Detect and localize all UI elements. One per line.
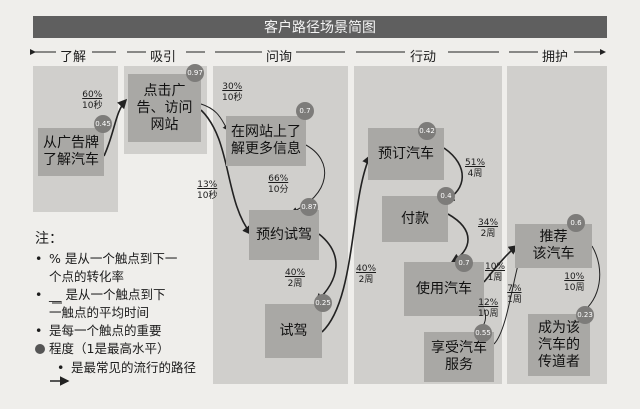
node-ad: 从广告牌了解汽车	[38, 128, 104, 176]
conversion-rate: 10%	[564, 272, 585, 282]
node-book: 预约试驾	[249, 210, 319, 260]
edge-label-click-book: 13%10秒	[197, 180, 217, 202]
edge-label-drive-order: 40%2周	[356, 264, 376, 286]
node-advocate: 成为该汽车的传道者	[528, 314, 590, 376]
conversion-rate: 40%	[285, 268, 306, 278]
average-time: 2周	[358, 275, 374, 285]
node-label-advocate: 成为该汽车的传道者	[538, 319, 580, 370]
conversion-rate: 60%	[82, 90, 103, 100]
stage-label-understand: 了解	[60, 50, 87, 65]
edge-label-use-service: 12%10周	[478, 298, 498, 320]
node-label-book: 预约试驾	[256, 226, 312, 243]
legend-item-importance: •是每一个触点的重要程度（1是最高水平）	[35, 322, 196, 359]
badge-recommend: 0.6	[567, 214, 585, 232]
node-label-recommend: 推荐该汽车	[532, 229, 575, 262]
node-drive: 试驾	[265, 304, 322, 358]
edge-ad-click	[103, 98, 128, 157]
node-label-drive: 试驾	[279, 322, 308, 339]
legend-item-rate: •% 是从一个触点到下一个点的转化率	[35, 251, 178, 284]
legend-item-path: •是最常见的流行的路径	[57, 360, 197, 375]
conversion-rate: 10%	[485, 262, 506, 272]
node-label-click: 点击广告、访问网站	[136, 82, 193, 133]
edge-use-recommend	[483, 245, 519, 283]
average-time: 4周	[467, 169, 483, 179]
stage-label-advocate: 拥护	[542, 50, 569, 65]
average-time: 10周	[564, 283, 585, 293]
stage-label-inquire: 问询	[266, 50, 293, 65]
conversion-rate: 66%	[268, 174, 289, 184]
conversion-rate: 34%	[478, 218, 499, 228]
legend-item-text: __ 是从一个触点到下一触点的平均时间	[49, 287, 166, 320]
importance-dot-icon	[35, 344, 45, 354]
badge-order: 0.42	[418, 122, 436, 140]
average-time: 10秒	[222, 93, 243, 103]
edge-label-book-drive: 40%2周	[285, 268, 305, 290]
conversion-rate: 12%	[478, 298, 499, 308]
node-label-info: 在网站上了解更多信息	[231, 124, 301, 157]
legend-item-text: 是最常见的流行的路径	[71, 360, 197, 375]
diagram-title: 客户路径场景简图	[33, 16, 607, 38]
edge-label-info-book: 66%10分	[268, 174, 288, 196]
legend-notes: 注： •% 是从一个触点到下一个点的转化率 •__ 是从一个触点到下一触点的平均…	[35, 230, 196, 377]
badge-use: 0.7	[455, 254, 473, 272]
edge-drive-order	[321, 154, 372, 333]
legend-item-text: 是每一个触点的重要程度（1是最高水平）	[49, 323, 170, 356]
edge-click-book	[200, 109, 252, 236]
average-time: 1周	[507, 295, 522, 305]
legend-item-text: % 是从一个触点到下一个点的转化率	[49, 251, 178, 284]
edge-label-recommend-advocate: 10%10周	[564, 272, 584, 294]
conversion-rate: 40%	[356, 264, 377, 274]
edge-label-click-info: 30%10秒	[222, 82, 242, 104]
node-use: 使用汽车	[404, 262, 484, 316]
badge-drive: 0.25	[314, 294, 332, 312]
edge-label-pay-use: 34%2周	[478, 218, 498, 240]
average-time: 2周	[287, 279, 303, 289]
edge-label-service-recommend: 7%1周	[507, 284, 522, 306]
legend-item-time: •__ 是从一个触点到下一触点的平均时间	[35, 287, 166, 320]
average-time: 1周	[487, 273, 503, 283]
average-time: 10周	[478, 309, 499, 319]
conversion-rate: 30%	[222, 82, 243, 92]
node-info: 在网站上了解更多信息	[226, 116, 306, 166]
node-pay: 付款	[382, 196, 448, 242]
node-label-pay: 付款	[401, 210, 429, 227]
conversion-rate: 51%	[465, 158, 486, 168]
average-time: 10分	[268, 185, 289, 195]
badge-pay: 0.4	[437, 187, 455, 205]
conversion-rate: 7%	[507, 284, 522, 294]
average-time: 10秒	[197, 191, 218, 201]
conversion-rate: 13%	[197, 180, 218, 190]
stage-label-attract: 吸引	[150, 50, 177, 65]
edge-label-order-pay: 51%4周	[465, 158, 485, 180]
badge-ad: 0.45	[94, 115, 112, 133]
node-click: 点击广告、访问网站	[128, 74, 201, 142]
badge-click: 0.97	[186, 64, 204, 82]
badge-book: 0.87	[300, 198, 318, 216]
edge-label-ad-click: 60%10秒	[82, 90, 102, 112]
legend-title: 注：	[35, 231, 63, 247]
badge-advocate: 0.23	[576, 306, 594, 324]
badge-info: 0.7	[296, 102, 314, 120]
average-time: 2周	[480, 229, 496, 239]
node-label-use: 使用汽车	[416, 280, 472, 297]
node-label-ad: 从广告牌了解汽车	[43, 135, 99, 168]
stage-label-act: 行动	[410, 50, 437, 65]
node-label-service: 享受汽车服务	[431, 340, 487, 373]
edge-label-use-recommend: 10%1周	[485, 262, 505, 284]
badge-service: 0.55	[474, 324, 492, 342]
node-label-order: 预订汽车	[378, 145, 434, 162]
edge-click-info	[200, 103, 229, 131]
average-time: 10秒	[82, 101, 103, 111]
